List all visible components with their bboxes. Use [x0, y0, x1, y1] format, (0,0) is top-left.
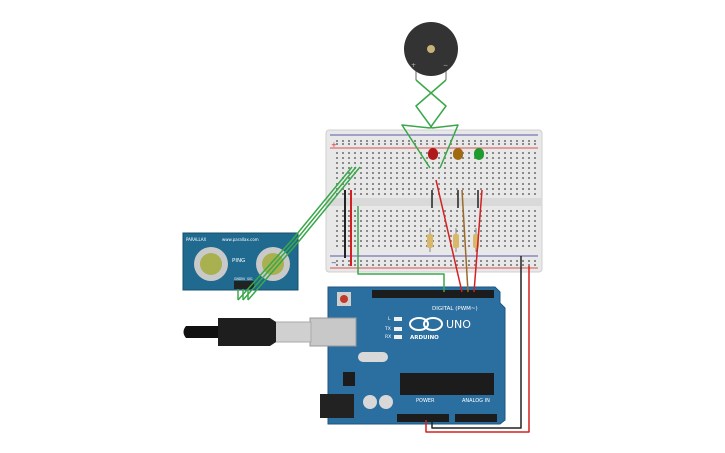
analog-in-label: ANALOG IN — [462, 398, 490, 404]
led-yellow-body — [453, 148, 463, 160]
power-jack — [320, 394, 354, 418]
sensor-title: PARALLAX — [186, 237, 207, 242]
digital-header — [372, 290, 494, 298]
piezo-buzzer[interactable]: + − — [404, 22, 458, 80]
wire-buzzer-minus[interactable] — [415, 79, 459, 169]
buzzer-center — [427, 45, 435, 53]
led-red[interactable] — [428, 148, 438, 160]
wire-led-red-to-pin[interactable] — [435, 179, 463, 293]
power-header — [397, 414, 449, 422]
sensor-pin-sig: SIG — [247, 277, 253, 281]
rx-led — [394, 335, 402, 339]
uno-logo-text: UNO — [446, 318, 471, 331]
sensor-pin-header — [234, 281, 254, 289]
arduino-logo-left-loop — [409, 317, 429, 331]
tx-led — [394, 327, 402, 331]
reset-button-cap — [340, 295, 348, 303]
wire-sig-to-pin[interactable] — [357, 206, 445, 292]
rx-led-label: RX — [385, 334, 391, 340]
usb-plug-metal — [274, 321, 312, 343]
rail-minus-label: − — [331, 259, 337, 267]
wire-led-green-to-pin[interactable] — [473, 189, 483, 293]
resistor-2-body — [453, 234, 459, 248]
capacitor-1 — [363, 395, 377, 409]
wire-gnd-return[interactable] — [431, 256, 522, 429]
digital-pwm-label: DIGITAL (PWM~) — [432, 306, 478, 312]
usb-plug-housing — [218, 318, 276, 346]
sensor-pin-5v: 5V — [241, 277, 246, 281]
usb-cable-end — [183, 326, 218, 338]
wire-5v-return[interactable] — [425, 266, 530, 433]
resistor-2[interactable] — [453, 228, 459, 252]
capacitor-2 — [379, 395, 393, 409]
wire-led-yellow-to-pin[interactable] — [461, 189, 469, 293]
sensor-transducer-left-mesh — [200, 253, 222, 275]
voltage-regulator — [343, 372, 355, 386]
arduino-uno-board[interactable]: L TX RX UNO ARDUINO DIGITAL (PWM~) POWER… — [309, 286, 506, 425]
sensor-pin-gnd: GND — [234, 277, 242, 281]
resistor-1-body — [427, 234, 433, 248]
sensor-model: PING — [232, 258, 245, 264]
arduino-logo-right-loop — [423, 317, 443, 331]
l-led-label: L — [388, 316, 391, 322]
led-yellow[interactable] — [453, 148, 463, 160]
wire-sensor-sig[interactable] — [247, 166, 361, 301]
breadboard-holes — [336, 140, 536, 266]
resistor-1[interactable] — [427, 228, 433, 252]
atmega-chip — [400, 373, 494, 395]
led-red-body — [428, 148, 438, 160]
tx-led-label: TX — [384, 326, 391, 332]
ultrasonic-ping-sensor[interactable]: PARALLAX www.parallax.com PING GND 5V SI… — [182, 232, 299, 291]
l-led — [394, 317, 402, 321]
wire-buzzer-plus[interactable] — [401, 79, 447, 169]
power-label: POWER — [416, 398, 435, 404]
led-green-body — [474, 148, 484, 160]
breadboard[interactable]: + − — [325, 129, 543, 273]
wire-sensor-5v[interactable] — [242, 166, 357, 301]
breadboard-center-channel — [326, 198, 542, 206]
rail-plus-label: + — [331, 141, 337, 149]
buzzer-minus-label: − — [443, 62, 448, 69]
arduino-brand-text: ARDUINO — [410, 335, 439, 341]
usb-cable[interactable] — [183, 318, 312, 346]
analog-header — [455, 414, 497, 422]
sensor-site: www.parallax.com — [222, 237, 259, 242]
sensor-transducer-right-mesh — [262, 253, 284, 275]
usb-jack — [309, 317, 357, 347]
buzzer-plus-label: + — [411, 62, 416, 69]
crystal — [358, 352, 388, 362]
wires — [237, 79, 530, 433]
led-green[interactable] — [474, 148, 484, 160]
wire-sensor-gnd[interactable] — [237, 166, 353, 301]
